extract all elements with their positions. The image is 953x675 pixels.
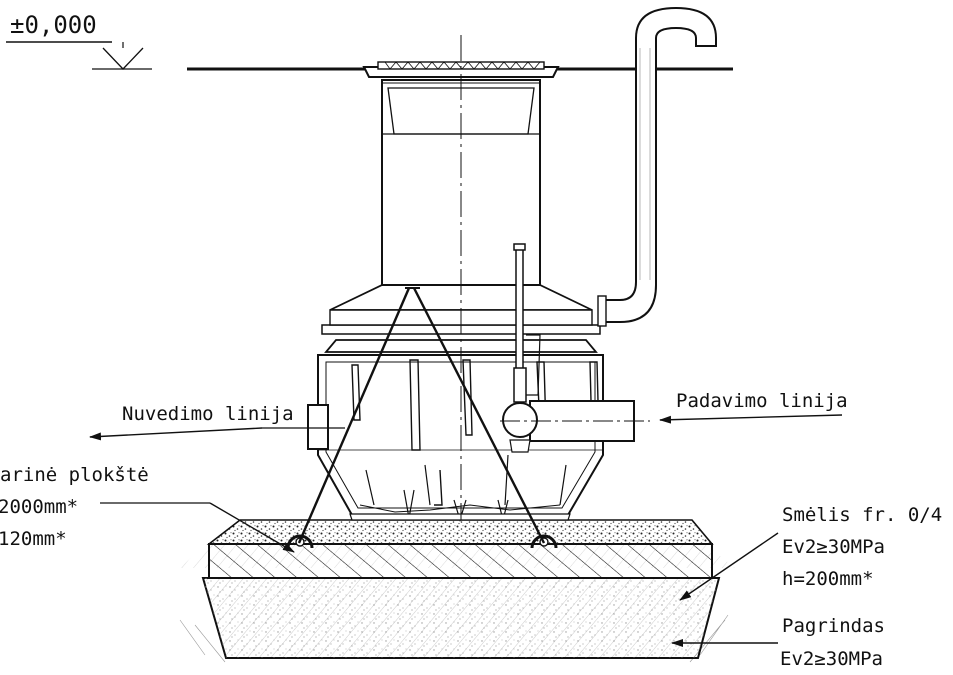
plate-label-line3: 120mm* — [0, 528, 67, 550]
inlet-callout: Padavimo linija — [659, 390, 848, 424]
sand-label-line3: h=200mm* — [782, 568, 874, 590]
lifting-cables — [297, 287, 546, 544]
plate-callout: arinė plokštė 2000mm* 120mm* — [0, 464, 295, 553]
outlet-label: Nuvedimo linija — [122, 403, 294, 425]
concrete-slab — [208, 543, 713, 579]
outlet-fitting — [307, 404, 329, 450]
outlet-callout: Nuvedimo linija — [89, 403, 345, 441]
manhole-cover — [362, 61, 560, 78]
plate-label-line1: arinė plokštė — [0, 464, 149, 486]
sand-label-line1: Smėlis fr. 0/4 — [782, 504, 942, 526]
sand-bed — [206, 519, 714, 545]
base-label-line1: Pagrindas — [782, 615, 885, 637]
inlet-label: Padavimo linija — [676, 390, 848, 412]
level-mark: ±0,000 — [6, 11, 152, 70]
plate-label-line2: 2000mm* — [0, 496, 78, 518]
vent-pipe — [597, 6, 717, 327]
sand-label-line2: Ev2≥30MPa — [782, 536, 885, 558]
base-callout: Pagrindas Ev2≥30MPa — [671, 615, 885, 670]
base-label-line2: Ev2≥30MPa — [780, 648, 883, 670]
sand-callout: Smėlis fr. 0/4 Ev2≥30MPa h=200mm* — [679, 504, 942, 601]
level-mark-text: ±0,000 — [10, 11, 97, 39]
